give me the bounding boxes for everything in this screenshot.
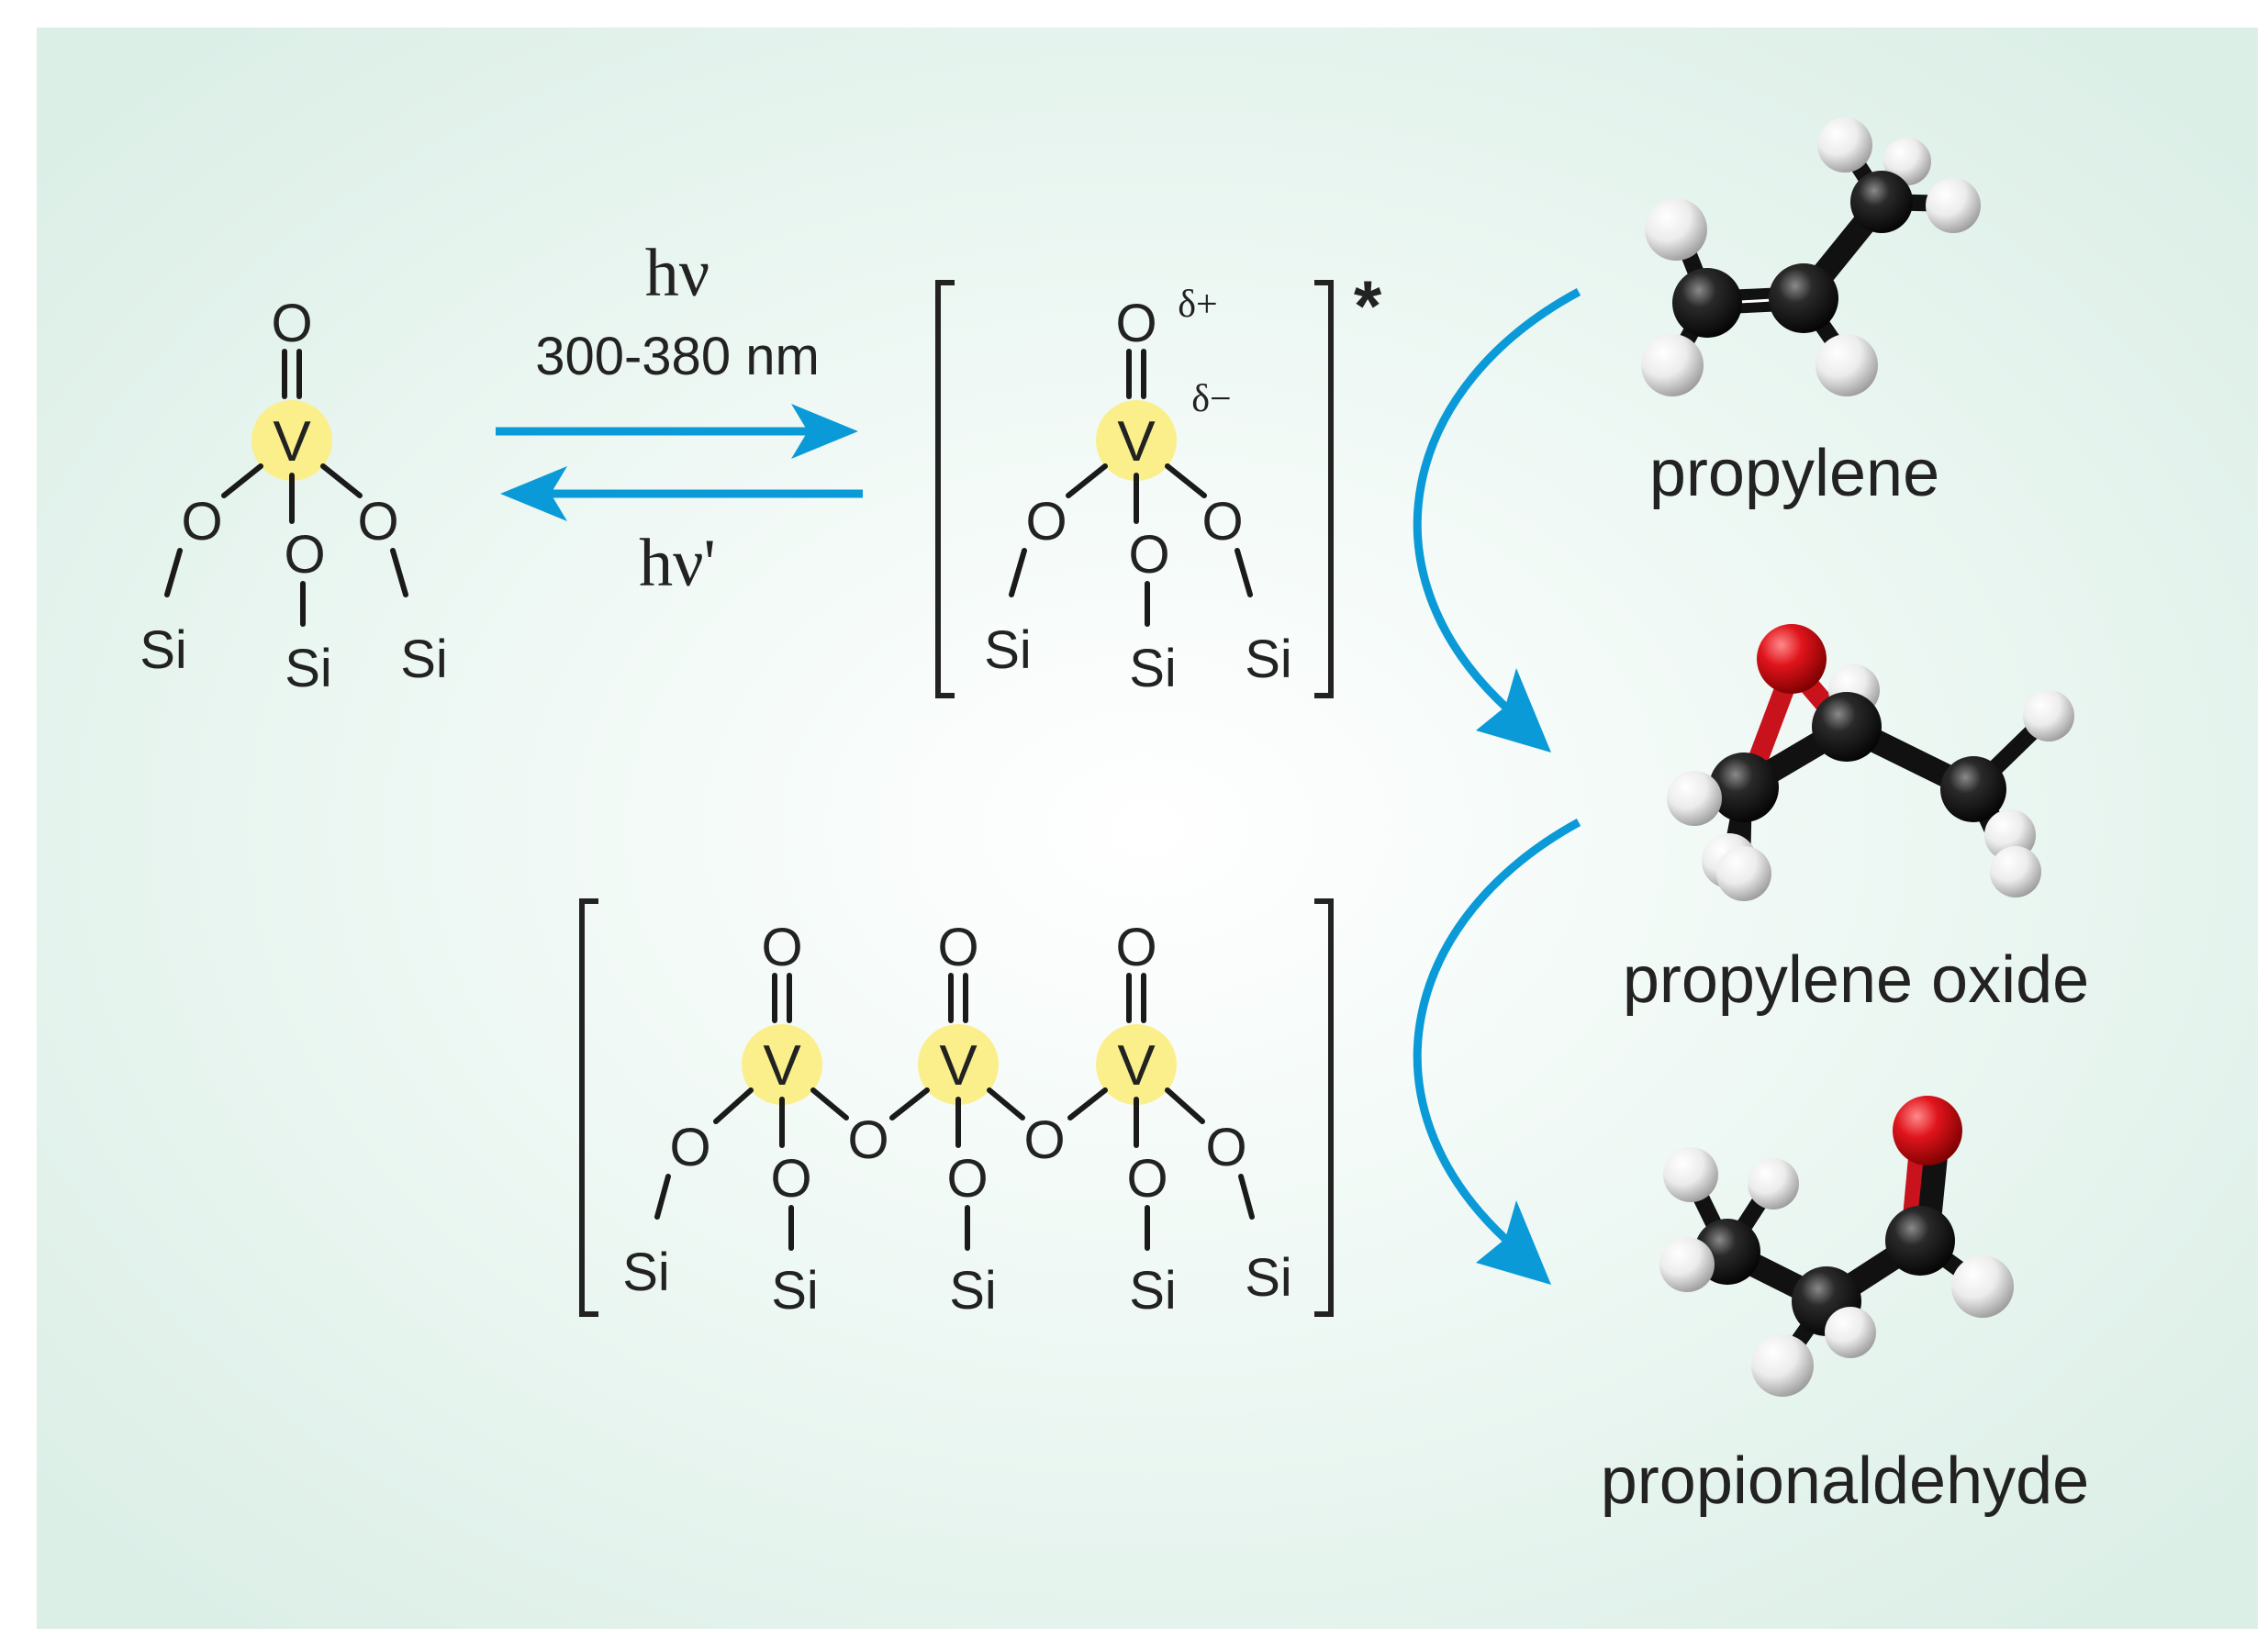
hydrogen-atom: [1667, 771, 1722, 826]
right-bracket: [1314, 280, 1334, 698]
photoexcitation-arrows: hν 300-380 nm hν': [496, 236, 863, 601]
propionaldehyde-label: propionaldehyde: [1601, 1444, 2089, 1518]
isomerization-arrow-head: [1476, 1200, 1551, 1285]
oxo-oxygen: O: [937, 918, 978, 977]
hydrogen-atom: [1751, 1334, 1814, 1397]
oxo-oxygen: O: [271, 294, 312, 353]
silicon-atom: Si: [1245, 1248, 1292, 1308]
bridging-oxygen: O: [1025, 492, 1067, 552]
hydrogen-atom: [1645, 198, 1707, 261]
silicon-atom: Si: [771, 1261, 819, 1321]
hydrogen-atom: [2023, 690, 2074, 741]
hydrogen-atom: [1641, 334, 1704, 396]
forward-light-label: hν: [645, 236, 709, 311]
reverse-light-label: hν': [639, 526, 716, 601]
vanadium-atom: V: [1117, 1034, 1156, 1098]
reverse-arrow-head: [500, 466, 567, 521]
isolated-vanadate-site: O V O O O Si Si Si: [140, 294, 448, 698]
hydrogen-atom: [1951, 1255, 2014, 1318]
silicon-atom: Si: [140, 620, 187, 680]
bridging-oxygen: O: [847, 1110, 888, 1170]
oxo-oxygen: O: [1115, 918, 1156, 977]
oxygen-atom: [1893, 1096, 1962, 1165]
forward-arrow-head: [791, 404, 858, 459]
carbon-atom: [1769, 263, 1838, 333]
isomerization-arrow: [1413, 819, 1581, 1243]
ball-and-stick-propylene: [1641, 117, 1981, 396]
excited-state-complex: * O δ+ δ− V O O O Si Si Si: [935, 265, 1382, 698]
partial-charge-minus: δ−: [1191, 378, 1231, 420]
hydrogen-atom: [1883, 138, 1931, 185]
polymeric-vanadate-chain: O V O V O V O O O O O O O: [579, 898, 1334, 1321]
vanadium-atom: V: [939, 1034, 978, 1098]
propylene-label: propylene: [1649, 437, 1939, 510]
hydrogen-atom: [1748, 1158, 1799, 1210]
silicon-atom: Si: [984, 620, 1032, 680]
bridging-oxygen: O: [1128, 525, 1169, 585]
ball-and-stick-propionaldehyde: [1659, 1096, 2014, 1397]
bridging-oxygen: O: [1201, 492, 1243, 552]
hydrogen-atom: [1990, 846, 2041, 897]
background-panel: [37, 28, 2258, 1629]
vanadium-atom: V: [273, 410, 311, 474]
carbon-atom: [1709, 753, 1779, 822]
bridging-oxygen: O: [946, 1149, 988, 1209]
bridging-oxygen: O: [669, 1118, 710, 1177]
bridging-oxygen: O: [1023, 1110, 1065, 1170]
hydrogen-atom: [1825, 1307, 1876, 1358]
wavelength-label: 300-380 nm: [535, 327, 820, 386]
carbon-atom: [1940, 756, 2006, 822]
vanadium-highlight: [918, 1024, 999, 1105]
bridging-oxygen: O: [357, 492, 398, 552]
bridging-oxygen: O: [1126, 1149, 1168, 1209]
bridging-oxygen: O: [1205, 1118, 1246, 1177]
silicon-atom: Si: [400, 630, 448, 689]
silicon-atom: Si: [285, 639, 332, 698]
vanadium-highlight: [251, 400, 332, 481]
oxygen-atom: [1757, 624, 1827, 694]
reaction-arrows: [1413, 288, 1581, 1285]
carbon-atom: [1885, 1206, 1955, 1276]
epoxidation-arrow: [1413, 288, 1581, 710]
vanadium-atom: V: [763, 1034, 801, 1098]
vanadium-highlight: [742, 1024, 822, 1105]
silicon-atom: Si: [1129, 1261, 1177, 1321]
left-bracket: [935, 280, 955, 698]
silicon-atom: Si: [622, 1243, 670, 1302]
carbon-atom: [1672, 268, 1742, 338]
oxo-oxygen: O: [1115, 294, 1156, 353]
excited-state-marker: *: [1354, 265, 1382, 346]
bridging-oxygen: O: [181, 492, 222, 552]
partial-charge-plus: δ+: [1178, 284, 1217, 326]
epoxidation-arrow-head: [1476, 668, 1551, 753]
vanadium-atom: V: [1117, 410, 1156, 474]
bridging-oxygen: O: [284, 525, 325, 585]
ball-and-stick-propylene-oxide: [1667, 624, 2074, 901]
silicon-atom: Si: [1245, 630, 1292, 689]
silicon-atom: Si: [949, 1261, 997, 1321]
vanadium-highlight: [1096, 400, 1177, 481]
carbon-atom: [1812, 692, 1882, 762]
hydrogen-atom: [1926, 178, 1981, 233]
bridging-oxygen: O: [770, 1149, 811, 1209]
right-bracket: [1314, 898, 1334, 1317]
left-bracket: [579, 898, 598, 1317]
hydrogen-atom: [1816, 334, 1878, 396]
hydrogen-atom: [1716, 846, 1771, 901]
hydrogen-atom: [1663, 1147, 1718, 1202]
vanadium-highlight: [1096, 1024, 1177, 1105]
oxo-oxygen: O: [761, 918, 802, 977]
propylene-oxide-label: propylene oxide: [1623, 943, 2089, 1017]
hydrogen-atom: [1659, 1237, 1715, 1292]
silicon-atom: Si: [1129, 639, 1177, 698]
hydrogen-atom: [1817, 117, 1872, 173]
carbon-atom: [1850, 171, 1913, 233]
